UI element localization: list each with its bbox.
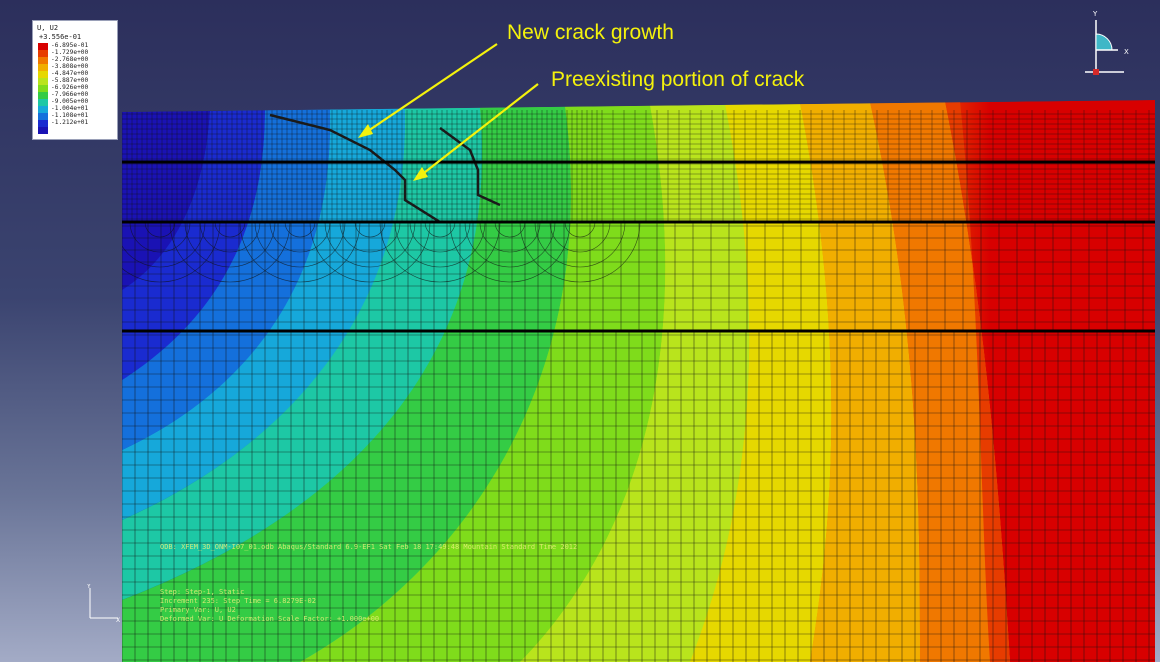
contour-band-12 <box>945 101 1010 662</box>
primary-var-line: Primary Var: U, U2 <box>160 606 236 614</box>
contour-band-9 <box>690 103 832 662</box>
contour-band-2 <box>122 110 265 380</box>
legend-color-bar <box>38 43 48 134</box>
legend-swatch-11 <box>38 120 48 127</box>
svg-text:Y: Y <box>1092 10 1098 18</box>
arrow-new-crack <box>364 43 498 134</box>
odb-info-line: ODB: XFEM_3D_ONM-I07_01.odb Abaqus/Stand… <box>160 543 578 551</box>
contour-band-10 <box>800 102 920 662</box>
legend-value-6: -6.926e+00 <box>51 84 89 91</box>
legend-swatch-6 <box>38 85 48 92</box>
deformed-var-line: Deformed Var: U Deformation Scale Factor… <box>160 615 380 623</box>
contour-band-4 <box>122 108 406 520</box>
contour-band-7 <box>300 105 666 662</box>
legend-swatch-8 <box>38 99 48 106</box>
contour-legend: U, U2 +3.556e-01 -6.895e-01-1.729e+00-2.… <box>32 20 118 140</box>
legend-value-1: -1.729e+00 <box>51 49 89 56</box>
contour-band-5 <box>122 107 483 600</box>
legend-swatch-5 <box>38 78 48 85</box>
annotation-new-crack: New crack growth <box>507 21 674 44</box>
mesh-grid <box>122 110 1155 662</box>
legend-swatch-4 <box>38 71 48 78</box>
svg-text:Y: Y <box>86 584 91 590</box>
preexisting-crack-path <box>439 126 501 207</box>
csys-triad-icon: Y X <box>86 584 120 624</box>
legend-value-10: -1.108e+01 <box>51 112 89 119</box>
legend-value-0: -6.895e-01 <box>51 42 89 49</box>
legend-swatch-9 <box>38 106 48 113</box>
arrowhead-preexisting <box>413 167 428 181</box>
contour-band-8 <box>520 104 750 662</box>
legend-top-value: +3.556e-01 <box>39 33 82 41</box>
legend-swatch-0 <box>38 43 48 50</box>
legend-value-4: -4.847e+00 <box>51 70 89 77</box>
legend-swatch-2 <box>38 57 48 64</box>
arrow-preexisting <box>419 83 539 177</box>
legend-swatch-3 <box>38 64 48 71</box>
legend-value-3: -3.808e+00 <box>51 63 89 70</box>
legend-swatch-7 <box>38 92 48 99</box>
legend-value-11: -1.212e+01 <box>51 119 89 126</box>
legend-value-7: -7.966e+00 <box>51 91 89 98</box>
new-crack-path <box>269 113 460 224</box>
legend-swatch-1 <box>38 50 48 57</box>
legend-value-5: -5.887e+00 <box>51 77 89 84</box>
annotation-arrows <box>358 43 539 181</box>
contour-band-min <box>122 111 210 290</box>
step-info-line: Step: Step-1, Static <box>160 588 245 596</box>
contour-band-11 <box>870 101 1010 662</box>
svg-text:X: X <box>1124 48 1129 56</box>
increment-info-line: Increment 235: Step Time = 6.8279E-02 <box>160 597 316 605</box>
legend-value-2: -2.768e+00 <box>51 56 89 63</box>
contour-band-6 <box>122 106 572 662</box>
svg-text:X: X <box>116 617 120 624</box>
legend-swatch-12 <box>38 127 48 134</box>
legend-value-9: -1.004e+01 <box>51 105 89 112</box>
annotation-preexisting: Preexisting portion of crack <box>551 68 805 91</box>
arrowhead-new-crack <box>358 124 373 138</box>
legend-value-8: -9.005e+00 <box>51 98 89 105</box>
legend-swatch-10 <box>38 113 48 120</box>
legend-values: -6.895e-01-1.729e+00-2.768e+00-3.808e+00… <box>51 42 88 126</box>
view-triad-icon[interactable]: Y X <box>1082 10 1132 80</box>
legend-title: U, U2 <box>37 24 59 32</box>
